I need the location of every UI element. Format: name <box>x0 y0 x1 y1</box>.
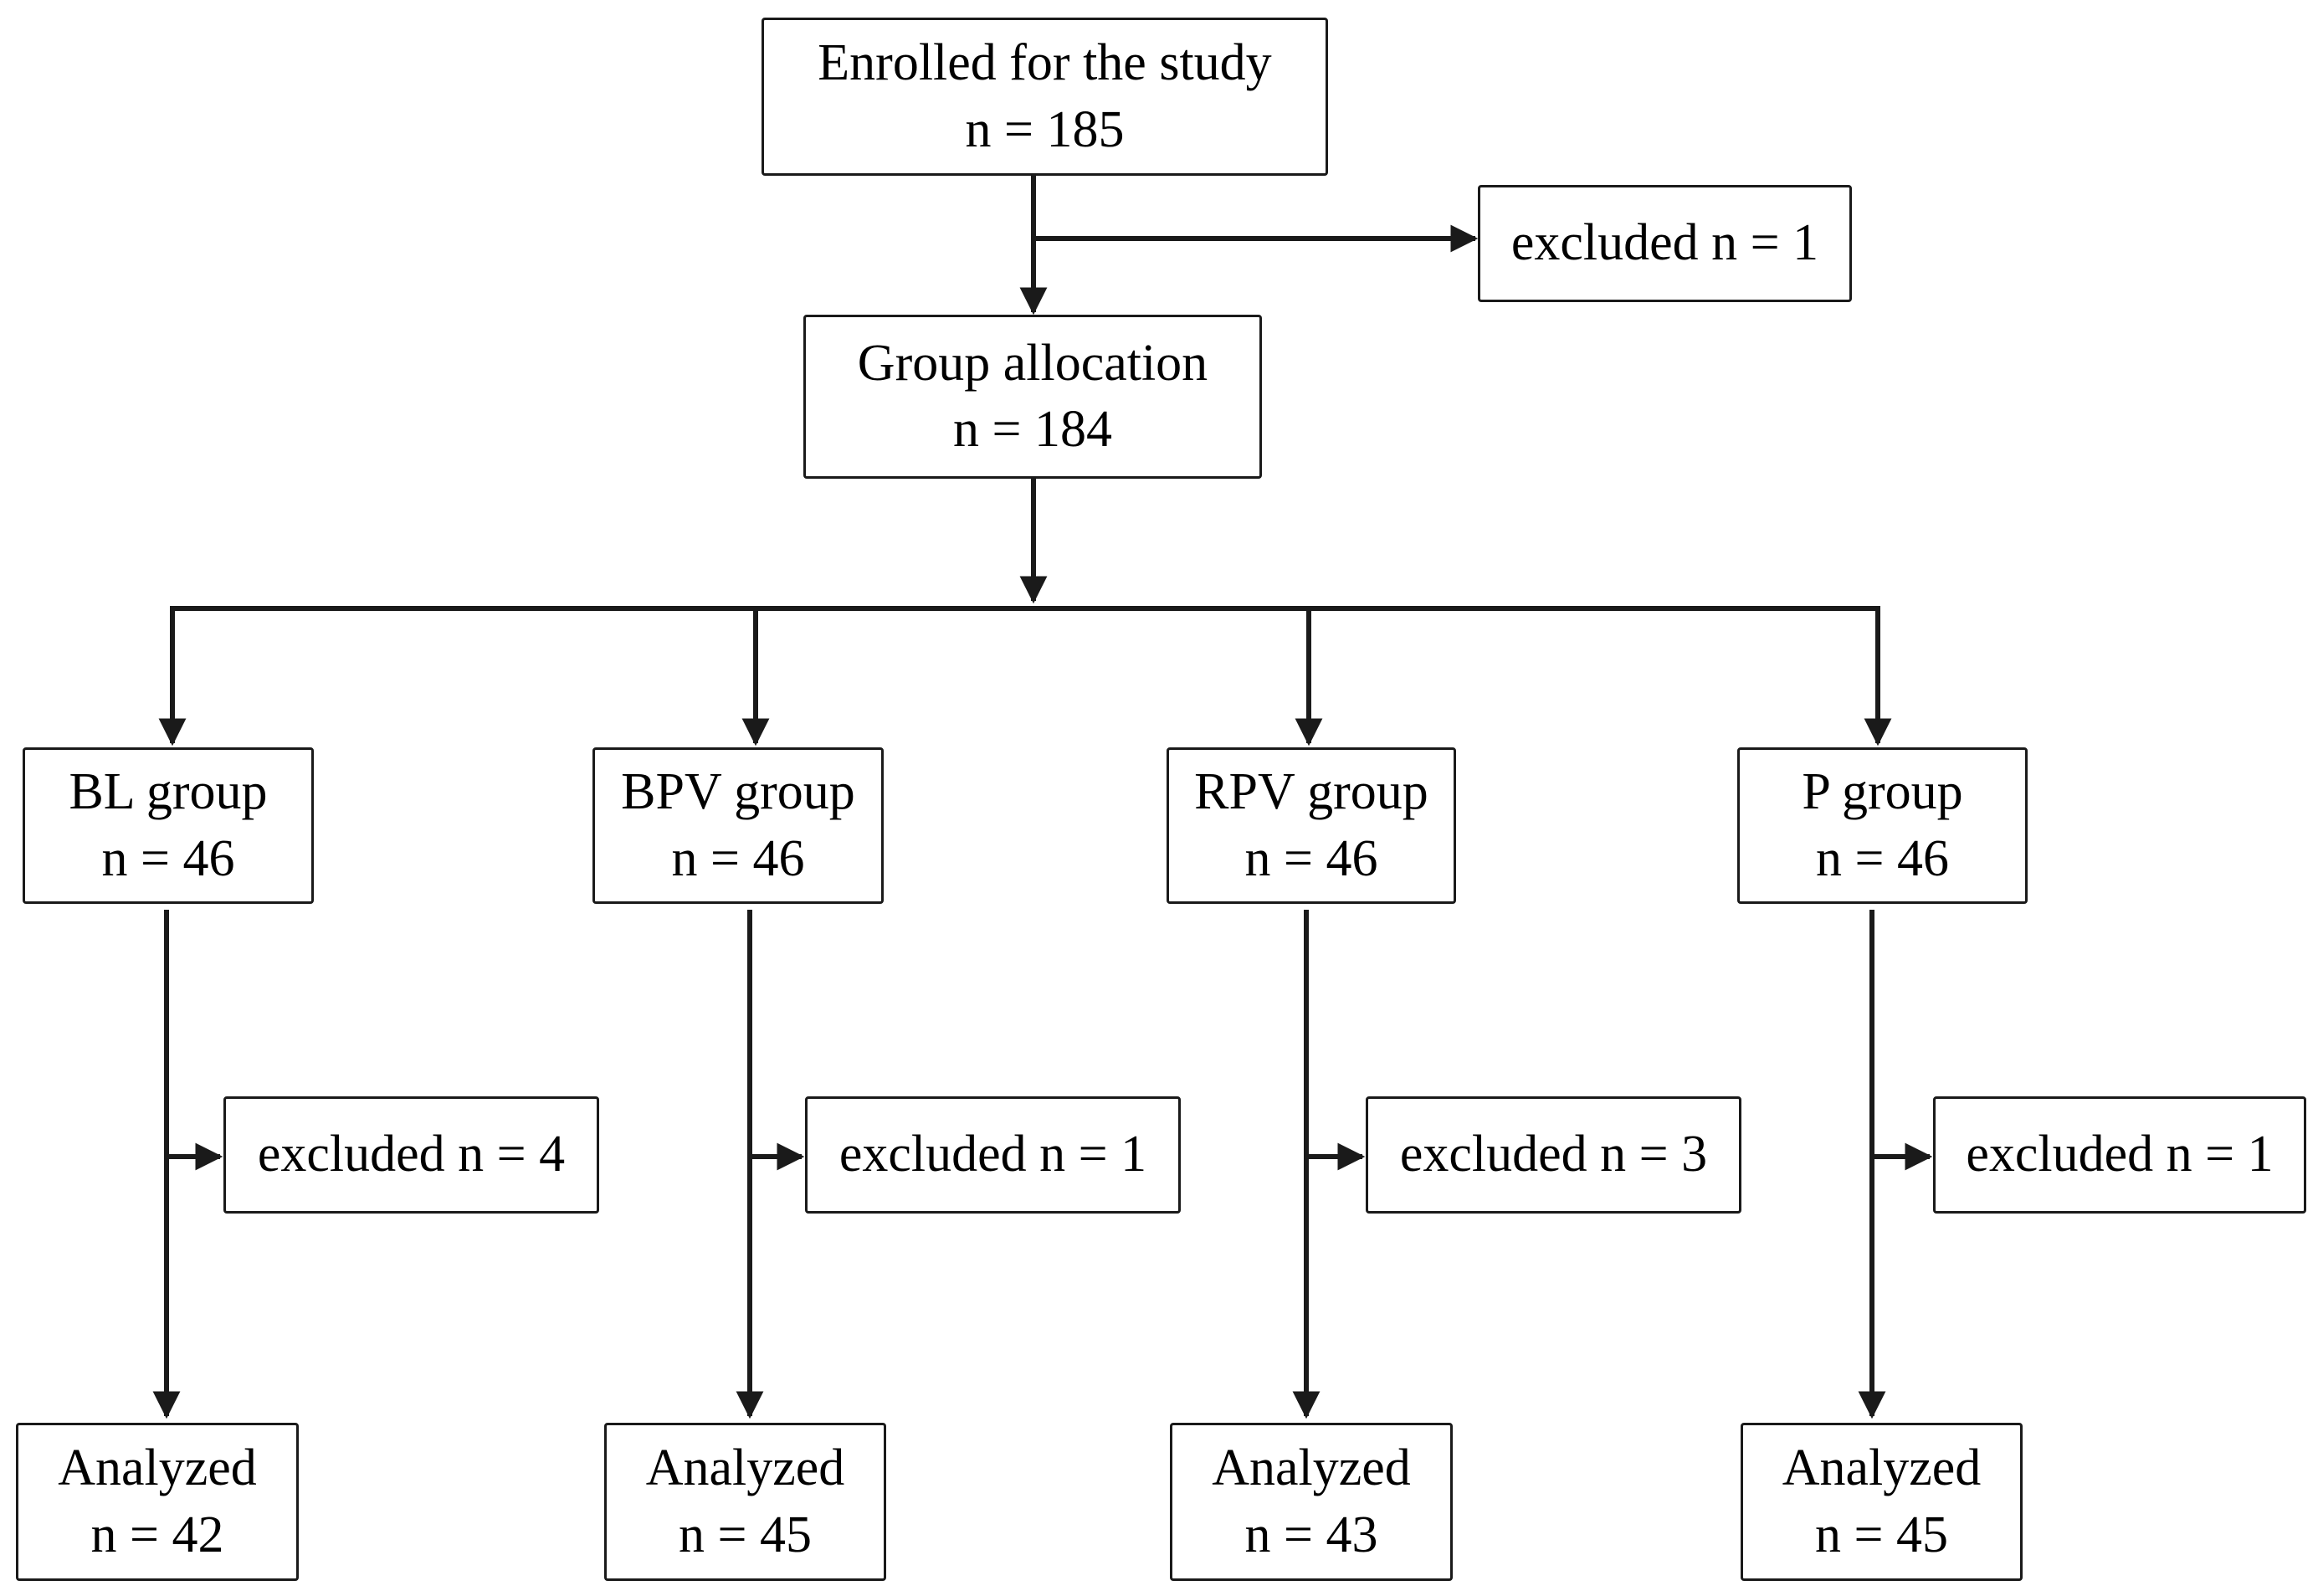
p-group-count: n = 46 <box>1816 829 1949 887</box>
enrolled-count: n = 185 <box>965 100 1125 158</box>
p-excluded-box: excluded n = 1 <box>1933 1096 2306 1214</box>
rpv-excluded-box: excluded n = 3 <box>1366 1096 1741 1214</box>
p-group-title: P group <box>1802 763 1963 821</box>
rpv-group-title: RPV group <box>1194 763 1428 821</box>
rpv-group-box: RPV group n = 46 <box>1167 747 1456 904</box>
bpv-analyzed-count: n = 45 <box>679 1506 812 1563</box>
rpv-analyzed-box: Analyzed n = 43 <box>1170 1423 1453 1581</box>
allocation-title: Group allocation <box>857 334 1208 392</box>
bpv-group-count: n = 46 <box>671 829 805 887</box>
p-analyzed-title: Analyzed <box>1782 1439 1982 1497</box>
bl-analyzed-title: Analyzed <box>58 1439 257 1497</box>
excluded-top-box: excluded n = 1 <box>1478 185 1852 302</box>
bl-excluded-box: excluded n = 4 <box>223 1096 599 1214</box>
bpv-analyzed-title: Analyzed <box>645 1439 845 1497</box>
allocation-count: n = 184 <box>953 401 1112 458</box>
bpv-group-box: BPV group n = 46 <box>592 747 884 904</box>
p-analyzed-count: n = 45 <box>1815 1506 1948 1563</box>
bl-group-count: n = 46 <box>101 829 235 887</box>
bpv-excluded-box: excluded n = 1 <box>805 1096 1181 1214</box>
p-group-box: P group n = 46 <box>1737 747 2028 904</box>
bpv-group-title: BPV group <box>621 763 855 821</box>
enrolled-box: Enrolled for the study n = 185 <box>762 18 1328 176</box>
bl-analyzed-count: n = 42 <box>90 1506 224 1563</box>
enrolled-title: Enrolled for the study <box>818 34 1272 92</box>
rpv-group-count: n = 46 <box>1244 829 1378 887</box>
bpv-analyzed-box: Analyzed n = 45 <box>604 1423 886 1581</box>
bl-group-box: BL group n = 46 <box>23 747 314 904</box>
rpv-analyzed-title: Analyzed <box>1212 1439 1411 1497</box>
bpv-excluded-label: excluded n = 1 <box>838 1126 1147 1183</box>
bl-excluded-label: excluded n = 4 <box>257 1126 566 1183</box>
rpv-analyzed-count: n = 43 <box>1244 1506 1378 1563</box>
excluded-top-label: excluded n = 1 <box>1510 214 1819 272</box>
p-analyzed-box: Analyzed n = 45 <box>1741 1423 2023 1581</box>
rpv-excluded-label: excluded n = 3 <box>1399 1126 1708 1183</box>
bl-analyzed-box: Analyzed n = 42 <box>16 1423 299 1581</box>
allocation-box: Group allocation n = 184 <box>803 315 1262 479</box>
bl-group-title: BL group <box>69 763 268 821</box>
p-excluded-label: excluded n = 1 <box>1966 1126 2274 1183</box>
